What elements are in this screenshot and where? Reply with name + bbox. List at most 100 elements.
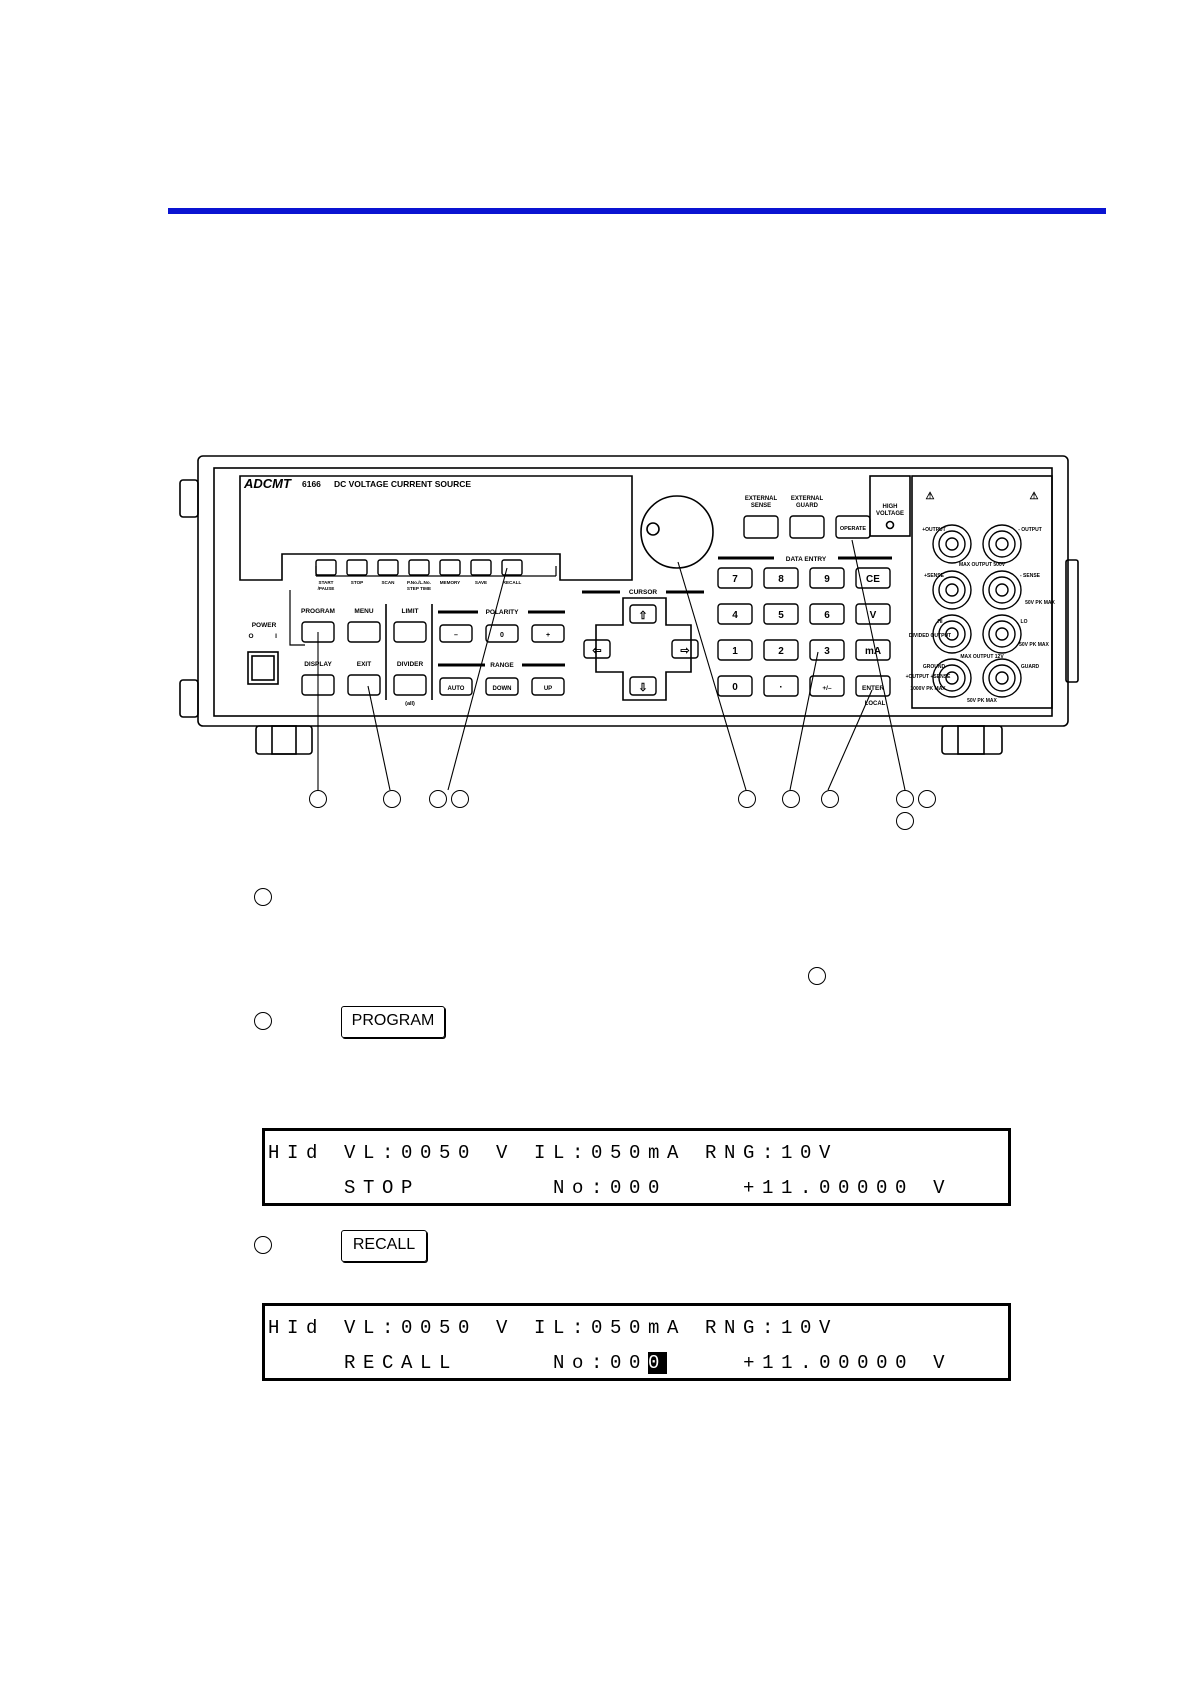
keypad-key-1-0[interactable] [717,603,753,625]
range-up-key[interactable] [531,677,565,696]
keypad-key-label: 1 [732,646,738,657]
exit-key-label: EXIT [357,661,371,668]
external-guard-label: EXTERNAL [791,496,824,502]
lcd-display-stop: HId VL:0050 V IL:050mA RNG:10V STOP No:0… [262,1128,1011,1206]
callout-circle-5 [738,790,756,808]
keypad-key-0-2[interactable] [809,567,845,589]
program-row-key-label-1: STOP [351,580,363,585]
cursor-left-key[interactable] [583,639,611,659]
exit-key[interactable] [347,674,381,696]
cursor-down-key[interactable] [629,676,657,696]
keypad-key-2-1[interactable] [763,639,799,661]
callout-circle-8 [896,790,914,808]
terminal-output-sense: +OUTPUT +SENSE [906,674,951,680]
keypad-key-label: 7 [732,574,738,585]
program-row-key-5[interactable] [470,559,492,576]
terminal-output-plus: +OUTPUT [922,527,945,533]
polarity-plus-key[interactable] [531,624,565,643]
lcd-cursor: 0 [648,1352,668,1374]
arrow-left-icon: ⇦ [591,645,601,657]
keypad-key-1-3[interactable] [855,603,891,625]
keypad-key-label: +/– [822,685,832,692]
callout-circle-3 [429,790,447,808]
keypad-key-0-1[interactable] [763,567,799,589]
range-up-text: UP [544,686,552,692]
terminal-post-2[interactable] [932,570,972,610]
divider-key-label: DIVIDER [397,661,424,668]
external-sense-label: EXTERNAL [745,496,778,502]
terminal-post-1[interactable] [982,524,1022,564]
range-down-key[interactable] [485,677,519,696]
program-row-key-1[interactable] [346,559,368,576]
power-label: POWER [252,622,277,629]
program-row-key-4[interactable] [439,559,461,576]
keypad-key-0-3[interactable] [855,567,891,589]
program-row-key-2[interactable] [377,559,399,576]
v1000pk-label: 1000V PK MAX [910,686,946,692]
terminal-post-0[interactable] [932,524,972,564]
terminal-post-3[interactable] [982,570,1022,610]
program-row-key-6[interactable] [501,559,523,576]
program-row-key-label-3: P.No./L.No. [407,580,431,585]
terminal-post-5[interactable] [982,614,1022,654]
v50pk-right-label: 50V PK MAX [1019,642,1049,648]
terminal-post-7[interactable] [982,658,1022,698]
svg-text:GUARD: GUARD [796,503,819,509]
terminal-post-6[interactable] [932,658,972,698]
program-row-key-label-0: /PAUSE [318,586,335,591]
external-guard-key[interactable] [789,515,825,539]
program-row-key-label-6: RECALL [503,580,522,585]
lcd-line-1: HId VL:0050 V IL:050mA RNG:10V [268,1317,839,1339]
program-row-key-3[interactable] [408,559,430,576]
power-switch [247,651,279,685]
terminal-guard: GUARD [1021,664,1040,670]
callout-circle-1 [309,790,327,808]
keypad-key-label: 4 [732,610,738,621]
operate-label: OPERATE [840,526,867,532]
keypad-key-3-2[interactable] [809,675,845,697]
callout-circle-2 [383,790,401,808]
lcd-display-recall: HId VL:0050 V IL:050mA RNG:10V RECALL No… [262,1303,1011,1381]
callout-circle-9 [918,790,936,808]
header-rule [168,208,1106,214]
range-auto-key[interactable] [439,677,473,696]
left-handle-top [179,479,199,518]
keypad-key-3-1[interactable] [763,675,799,697]
polarity-zero-key[interactable] [485,624,519,643]
divider-key[interactable] [393,674,427,696]
polarity-minus-key[interactable] [439,624,473,643]
cursor-up-key[interactable] [629,604,657,624]
keypad-key-label: 5 [778,610,784,621]
program-row-key-label-5: SAVE [475,580,487,585]
terminal-post-4[interactable] [932,614,972,654]
program-row-key-label-0: START [319,580,334,585]
keypad-key-3-3[interactable] [855,675,891,697]
panel-body [197,455,1069,727]
keypad-key-0-0[interactable] [717,567,753,589]
keypad-key-2-0[interactable] [717,639,753,661]
terminal-sense-minus: - SENSE [1020,573,1041,579]
keypad-key-2-2[interactable] [809,639,845,661]
warning-icon-right: ⚠ [1030,491,1039,502]
external-sense-key[interactable] [743,515,779,539]
terminal-lo: LO [1021,619,1028,625]
menu-key[interactable] [347,621,381,643]
limit-key[interactable] [393,621,427,643]
keypad-key-1-2[interactable] [809,603,845,625]
terminal-panel [911,475,1053,709]
cursor-right-key[interactable] [671,639,699,659]
program-key-label: PROGRAM [301,608,335,615]
keypad-key-1-1[interactable] [763,603,799,625]
model-number: 6166 [302,479,321,489]
data-entry-label: DATA ENTRY [786,556,827,563]
v50pk-bottom-label: 50V PK MAX [967,698,997,704]
keypad-key-label: V [870,610,877,621]
lcd-line-2: STOP No:000 +11.00000 V [268,1177,953,1199]
terminal-output-minus: - OUTPUT [1018,527,1042,533]
program-row-key-0[interactable] [315,559,337,576]
brand-logo: ADCMT [243,476,292,491]
divided-output-label: DIVIDED OUTPUT [909,633,951,639]
keypad-key-3-0[interactable] [717,675,753,697]
range-auto-text: AUTO [448,686,465,692]
operate-key[interactable] [835,515,871,539]
